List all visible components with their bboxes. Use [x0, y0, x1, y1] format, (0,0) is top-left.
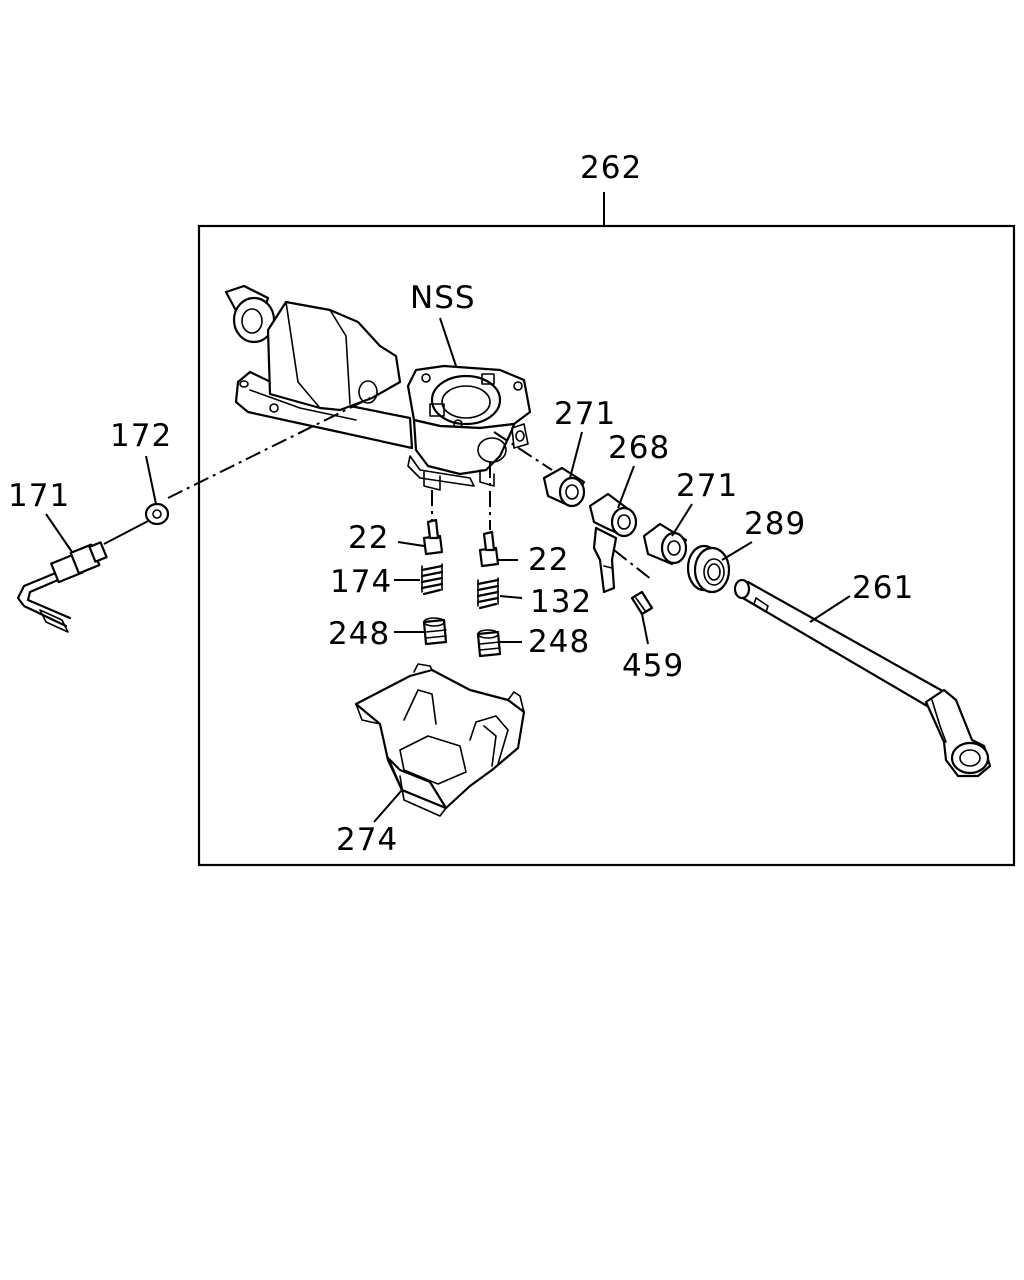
- part-289-bearing: [686, 544, 731, 594]
- label-274: 274: [336, 822, 398, 858]
- part-132-spring: [476, 577, 500, 610]
- label-172: 172: [110, 418, 172, 454]
- part-248-plug-b: [476, 629, 502, 658]
- part-22-plunger-a: [422, 518, 444, 556]
- part-171-sensor: [16, 541, 108, 633]
- part-22-plunger-b: [478, 530, 500, 568]
- label-171: 171: [8, 478, 70, 514]
- main-housing: [224, 284, 532, 491]
- leader-lines: [45, 317, 851, 823]
- label-459: 459: [622, 648, 684, 684]
- label-132: 132: [530, 584, 592, 620]
- part-459-pin: [630, 590, 654, 616]
- label-268: 268: [608, 430, 670, 466]
- label-289: 289: [744, 506, 806, 542]
- part-172-washer: [144, 502, 170, 526]
- label-248-b: 248: [528, 624, 590, 660]
- part-274-cover: [354, 663, 526, 817]
- part-174-spring: [420, 563, 444, 596]
- label-261: 261: [852, 570, 914, 606]
- axis-line-459: [613, 549, 653, 581]
- part-268-lever: [588, 492, 638, 594]
- part-248-plug-a: [422, 617, 448, 646]
- label-22-b: 22: [528, 542, 569, 578]
- axis-line-171-b: [103, 519, 151, 545]
- label-nss: NSS: [410, 280, 476, 316]
- part-271-bushing-a: [542, 466, 586, 508]
- assembly-frame: [197, 224, 1016, 867]
- part-271-bushing-b: [642, 522, 688, 566]
- label-174: 174: [330, 564, 392, 600]
- label-262: 262: [580, 150, 642, 186]
- label-248-a: 248: [328, 616, 390, 652]
- part-261-shaft: [733, 578, 992, 778]
- label-271-a: 271: [554, 396, 616, 432]
- label-22-a: 22: [348, 520, 389, 556]
- label-271-b: 271: [676, 468, 738, 504]
- axis-line-shaft: [493, 431, 553, 471]
- axis-line-171: [167, 397, 371, 499]
